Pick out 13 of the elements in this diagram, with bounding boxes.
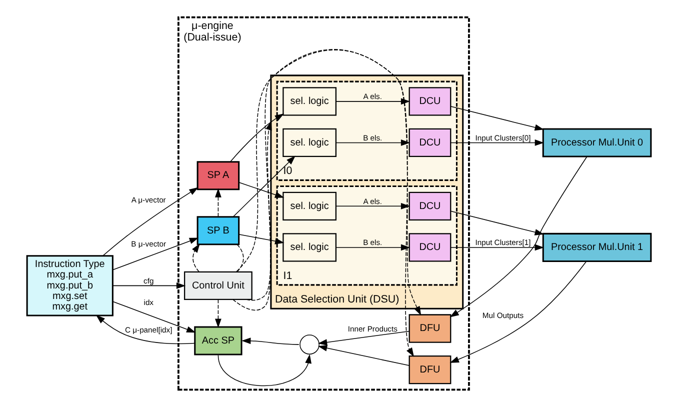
edge-label: A μ-vector bbox=[131, 195, 166, 204]
edge-label: B els. bbox=[363, 238, 382, 248]
edge-label: Input Clusters[1] bbox=[475, 238, 531, 248]
edge-label: Input Clusters[0] bbox=[475, 133, 531, 142]
edge-label: C μ-panel[idx] bbox=[125, 325, 172, 334]
edge-label: Inner Products bbox=[348, 324, 398, 334]
edge-label: A els. bbox=[363, 196, 382, 206]
edge-label: A els. bbox=[363, 92, 382, 102]
edge-label: idx bbox=[144, 298, 154, 307]
edge-label: Mul Outputs bbox=[482, 310, 524, 320]
edge-label: B els. bbox=[363, 133, 382, 142]
edge-label: cfg bbox=[144, 276, 154, 286]
edge-label: B μ-vector bbox=[131, 240, 166, 249]
